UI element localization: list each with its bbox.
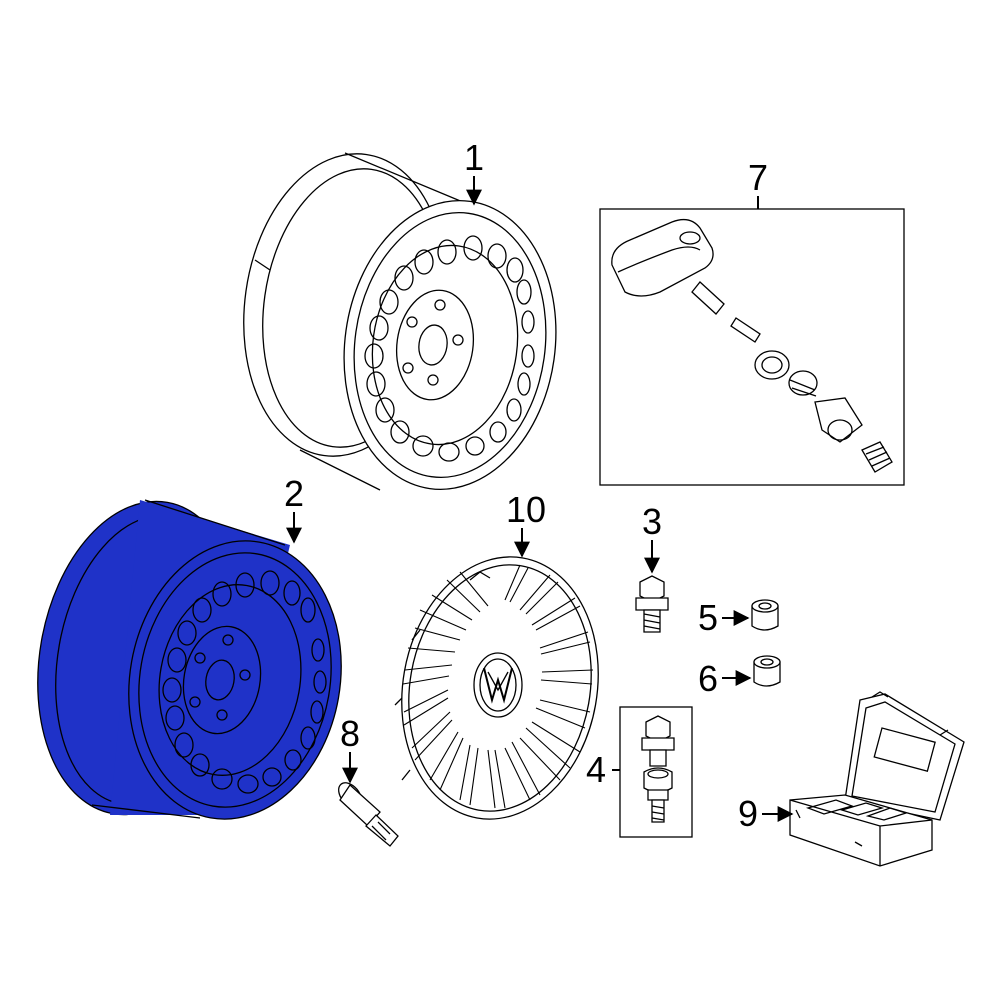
wheel-cover-part-10[interactable] [382,541,619,835]
callout-10: 10 [506,489,546,558]
wheel-part-2[interactable] [14,485,363,836]
lock-bolt-set-part-4[interactable] [619,706,693,838]
wheel-bolt-part-3[interactable] [635,575,669,633]
callout-2: 2 [284,473,304,544]
svg-text:10: 10 [506,489,546,530]
svg-text:6: 6 [698,658,718,699]
callout-6: 6 [698,658,752,699]
svg-text:8: 8 [340,713,360,754]
callout-8: 8 [340,713,360,784]
callout-4: 4 [586,749,620,790]
callout-7: 7 [748,157,768,209]
svg-text:4: 4 [586,749,606,790]
tpms-sensor-kit-part-7[interactable] [599,208,905,486]
svg-text:5: 5 [698,597,718,638]
svg-text:7: 7 [748,157,768,198]
svg-text:3: 3 [642,501,662,542]
svg-text:2: 2 [284,473,304,514]
callout-5: 5 [698,597,750,638]
wheel-part-1[interactable] [225,141,574,504]
valve-stem-part-8[interactable] [334,778,399,847]
callout-9: 9 [738,793,794,834]
callout-3: 3 [642,501,662,574]
callout-1: 1 [464,137,484,206]
spacer-part-6[interactable] [753,655,781,687]
svg-text:1: 1 [464,137,484,178]
svg-text:9: 9 [738,793,758,834]
spacer-part-5[interactable] [751,599,779,631]
lock-key-case-part-9[interactable] [789,691,965,867]
